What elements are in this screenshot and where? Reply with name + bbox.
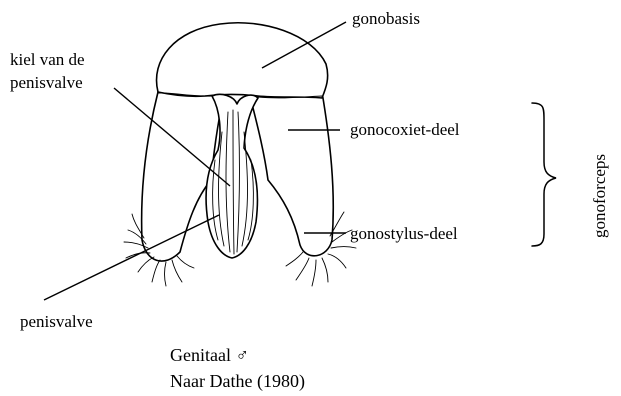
- right-gonoforceps: [250, 92, 333, 256]
- label-kiel-line1: kiel van de: [10, 50, 85, 69]
- label-gonobasis: gonobasis: [352, 9, 420, 28]
- label-kiel-line2: penisvalve: [10, 73, 83, 92]
- label-gonoforceps: gonoforceps: [590, 154, 609, 238]
- gonobasis-shape: [157, 23, 328, 98]
- caption-line1: Genitaal ♂: [170, 345, 249, 365]
- label-penisvalve: penisvalve: [20, 312, 93, 331]
- gonoforceps-brace: [532, 103, 556, 246]
- label-gonocoxiet: gonocoxiet-deel: [350, 120, 460, 139]
- caption-line2: Naar Dathe (1980): [170, 371, 305, 392]
- label-gonostylus: gonostylus-deel: [350, 224, 458, 243]
- leader-penisvalve: [44, 215, 219, 300]
